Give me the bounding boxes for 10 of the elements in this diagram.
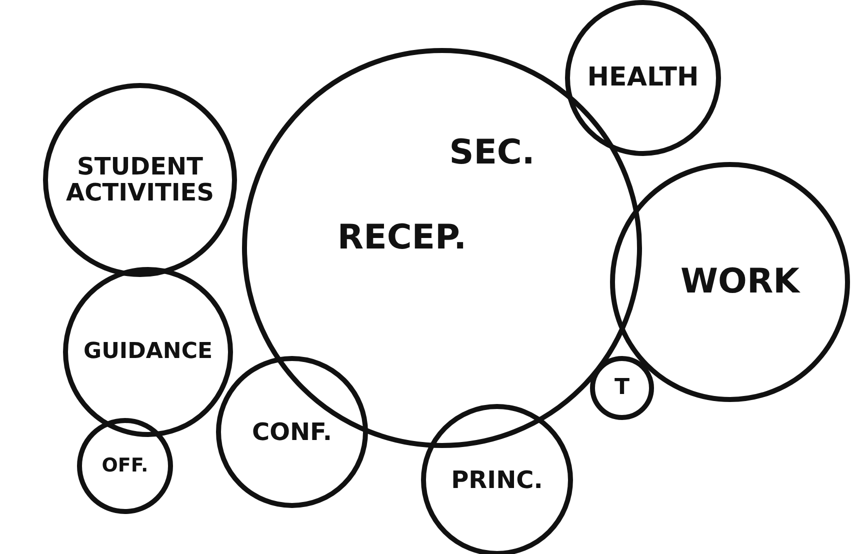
room-label: WORK <box>680 263 800 301</box>
room-label: OFF. <box>102 456 148 476</box>
room-label: RECEP. <box>337 219 467 257</box>
room-label: SEC. <box>449 134 535 172</box>
room-label: PRINC. <box>451 466 543 494</box>
room-label: GUIDANCE <box>84 340 212 364</box>
room-label: HEALTH <box>587 64 699 92</box>
room-label: T <box>614 376 630 400</box>
room-label: CONF. <box>252 418 332 446</box>
room-label: STUDENT ACTIVITIES <box>65 154 215 206</box>
